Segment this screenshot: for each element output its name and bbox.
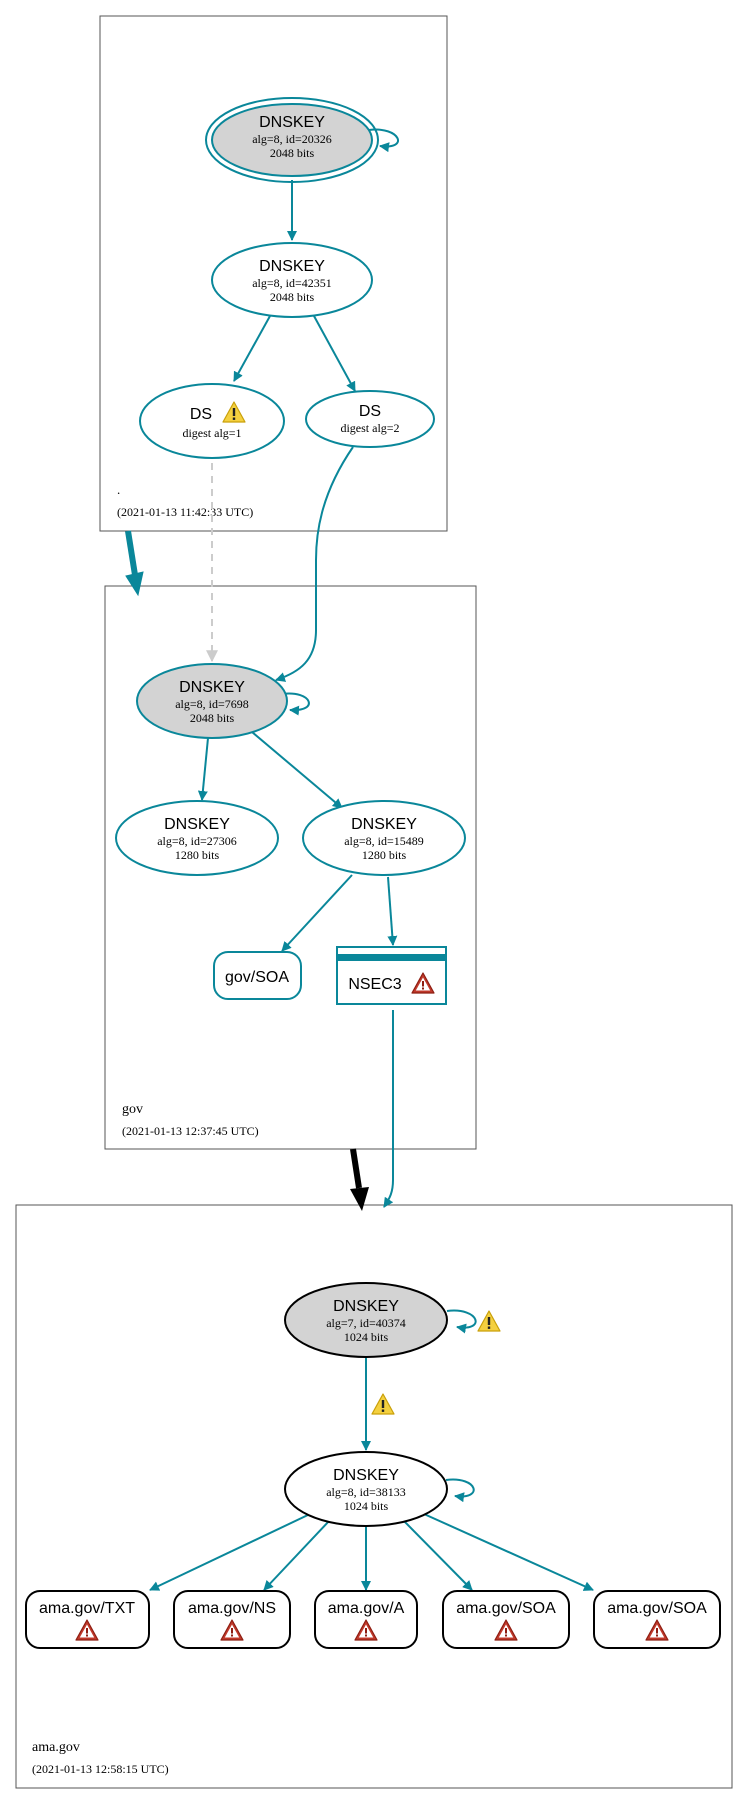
- edge-ama-zsk-to-soa1: [402, 1519, 473, 1591]
- node-detail: alg=8, id=7698: [175, 697, 249, 711]
- node-title: ama.gov/A: [328, 1600, 405, 1617]
- node-gov-dnskey-15489[interactable]: DNSKEY alg=8, id=15489 1280 bits: [302, 800, 466, 876]
- node-title: gov/SOA: [225, 969, 289, 986]
- delegation-root-to-gov: [125, 530, 144, 597]
- zone-ama-gov: ama.gov (2021-01-13 12:58:15 UTC): [15, 1204, 733, 1789]
- node-rrset-ns[interactable]: ama.gov/NS: [173, 1590, 291, 1649]
- edge-ama-zsk-self: [445, 1478, 475, 1503]
- node-title: DNSKEY: [333, 1467, 399, 1484]
- node-detail: digest alg=1: [182, 426, 241, 440]
- node-gov-ksk[interactable]: DNSKEY alg=8, id=7698 2048 bits: [136, 663, 288, 739]
- edge-root-ksk-self: [368, 128, 400, 153]
- edge-ama-zsk-to-txt: [149, 1513, 311, 1591]
- node-title: ama.gov/SOA: [456, 1600, 556, 1617]
- node-ama-ksk[interactable]: DNSKEY alg=7, id=40374 1024 bits: [284, 1282, 501, 1358]
- node-detail: digest alg=2: [340, 421, 399, 435]
- node-rrset-soa-2[interactable]: ama.gov/SOA: [593, 1590, 721, 1649]
- node-detail: alg=8, id=27306: [157, 834, 237, 848]
- node-title: DS: [190, 406, 212, 423]
- node-rrset-a[interactable]: ama.gov/A: [314, 1590, 418, 1649]
- node-gov-soa[interactable]: gov/SOA: [213, 951, 302, 1000]
- edge-gov-ksk-to-key1: [197, 737, 209, 801]
- node-title: ama.gov/SOA: [607, 1600, 707, 1617]
- node-detail: 2048 bits: [270, 290, 315, 304]
- node-title: DNSKEY: [179, 679, 245, 696]
- edge-ama-zsk-to-soa2: [423, 1513, 594, 1591]
- node-ama-zsk[interactable]: DNSKEY alg=8, id=38133 1024 bits: [284, 1451, 448, 1527]
- node-ds-digest-2[interactable]: DS digest alg=2: [305, 390, 435, 448]
- warning-icon: [371, 1393, 395, 1415]
- node-detail: alg=8, id=42351: [252, 276, 332, 290]
- edge-gov-ksk-self: [281, 692, 310, 716]
- node-title: DNSKEY: [259, 114, 325, 131]
- node-nsec3[interactable]: NSEC3: [336, 946, 447, 1005]
- edge-key2-to-nsec3: [387, 876, 398, 946]
- edge-key2-to-gov-soa: [281, 874, 353, 952]
- zone-root-name: .: [117, 482, 120, 497]
- node-ds-digest-1[interactable]: DS digest alg=1: [139, 383, 285, 459]
- zone-ama-gov-timestamp: (2021-01-13 12:58:15 UTC): [32, 1762, 169, 1776]
- node-title: ama.gov/TXT: [39, 1600, 135, 1617]
- node-detail: alg=7, id=40374: [326, 1316, 406, 1330]
- node-detail: 2048 bits: [270, 146, 315, 160]
- node-title: NSEC3: [348, 976, 401, 993]
- edge-root-zsk-to-ds1: [233, 315, 271, 382]
- zone-gov-timestamp: (2021-01-13 12:37:45 UTC): [122, 1124, 259, 1138]
- node-title: DNSKEY: [259, 258, 325, 275]
- node-title: DNSKEY: [351, 816, 417, 833]
- edge-ama-ksk-self: [446, 1309, 477, 1334]
- zone-root-timestamp: (2021-01-13 11:42:33 UTC): [117, 505, 253, 519]
- node-gov-dnskey-27306[interactable]: DNSKEY alg=8, id=27306 1280 bits: [115, 800, 279, 876]
- node-detail: 1280 bits: [362, 848, 407, 862]
- zone-gov-name: gov: [122, 1102, 143, 1117]
- edge-ds2-to-gov-ksk: [275, 446, 354, 682]
- node-detail: 1280 bits: [175, 848, 220, 862]
- zone-gov: gov (2021-01-13 12:37:45 UTC): [104, 585, 477, 1150]
- edge-gov-ksk-to-key2: [251, 731, 343, 809]
- zone-root: . (2021-01-13 11:42:33 UTC): [99, 15, 448, 532]
- node-detail: alg=8, id=38133: [326, 1485, 406, 1499]
- node-detail: alg=8, id=20326: [252, 132, 332, 146]
- edge-nsec3-to-ama-gov: [383, 1010, 394, 1208]
- edge-ama-zsk-to-ns: [263, 1519, 331, 1591]
- node-rrset-txt[interactable]: ama.gov/TXT: [25, 1590, 150, 1649]
- node-title: DNSKEY: [333, 1298, 399, 1315]
- node-root-zsk[interactable]: DNSKEY alg=8, id=42351 2048 bits: [211, 242, 373, 318]
- node-detail: 2048 bits: [190, 711, 235, 725]
- node-detail: 1024 bits: [344, 1330, 389, 1344]
- node-title: DS: [359, 403, 381, 420]
- node-title: DNSKEY: [164, 816, 230, 833]
- node-detail: 1024 bits: [344, 1499, 389, 1513]
- node-title: ama.gov/NS: [188, 1600, 276, 1617]
- zone-ama-gov-name: ama.gov: [32, 1740, 80, 1755]
- node-detail: alg=8, id=15489: [344, 834, 424, 848]
- node-rrset-soa-1[interactable]: ama.gov/SOA: [442, 1590, 570, 1649]
- delegation-gov-to-ama-gov: [350, 1148, 369, 1211]
- node-root-ksk[interactable]: DNSKEY alg=8, id=20326 2048 bits: [205, 97, 379, 183]
- edge-root-zsk-to-ds2: [313, 315, 356, 392]
- warning-icon: [477, 1310, 501, 1332]
